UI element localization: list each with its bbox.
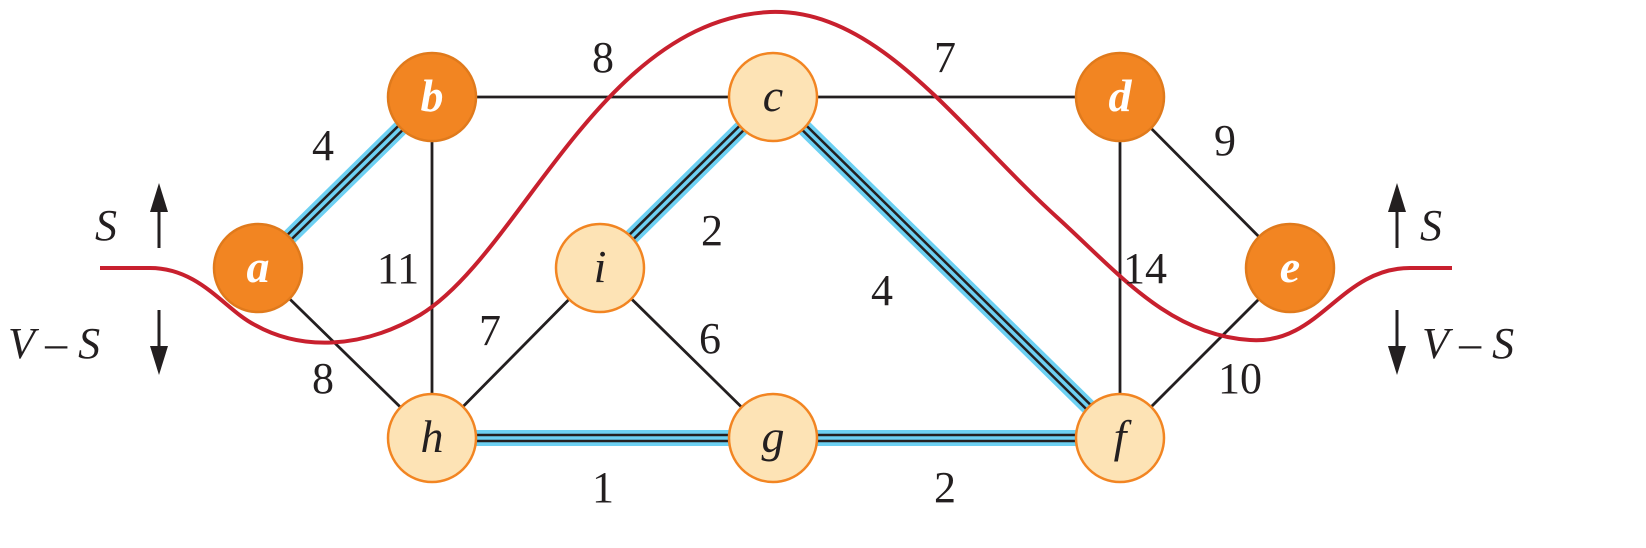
edge-weight-h-i: 7	[479, 306, 501, 355]
node-circle-g	[727, 392, 819, 484]
node-c: c	[727, 51, 819, 143]
node-label-h: h	[421, 411, 444, 462]
node-a: a	[212, 222, 304, 314]
edge-c-f	[770, 98, 1119, 442]
node-i: i	[554, 222, 646, 314]
arrow-down-icon	[150, 310, 168, 375]
edge-weight-d-f: 14	[1123, 244, 1167, 293]
node-circle-f	[1074, 392, 1166, 484]
edge-weight-a-b: 4	[312, 121, 334, 170]
right-v-minus-s-label: V – S	[1422, 319, 1514, 368]
node-circle-i	[554, 222, 646, 314]
edge-weights: 4 8 7 9 11 8 7 2 6 4 14 10 1 2	[312, 33, 1262, 512]
node-h: h	[386, 392, 478, 484]
cut-curve	[100, 9, 1452, 345]
node-label-b: b	[421, 70, 444, 121]
edge-weight-g-f: 2	[934, 463, 956, 512]
node-label-a: a	[247, 241, 270, 292]
node-circle-b	[386, 51, 478, 143]
node-circle-c	[727, 51, 819, 143]
node-label-c: c	[763, 70, 783, 121]
edge-weight-h-g: 1	[592, 463, 614, 512]
node-d: d	[1074, 51, 1166, 143]
edge-weight-c-f: 4	[871, 266, 893, 315]
edge-weight-d-e: 9	[1214, 116, 1236, 165]
arrow-up-icon	[150, 183, 168, 248]
node-g: g	[727, 392, 819, 484]
edge-weight-i-c: 2	[701, 206, 723, 255]
light-edge-highlight-c-f	[767, 91, 1126, 444]
edge-weight-b-h: 11	[377, 244, 419, 293]
arrow-down-icon	[1388, 310, 1406, 375]
nodes: a b c d e f g h i	[212, 51, 1336, 484]
edge-c-f-inner	[774, 93, 1123, 437]
node-circle-e	[1244, 222, 1336, 314]
right-s-label: S	[1420, 201, 1442, 250]
node-e: e	[1244, 222, 1336, 314]
edge-weight-b-c: 8	[592, 33, 614, 82]
arrow-up-icon	[1388, 183, 1406, 248]
node-label-e: e	[1280, 241, 1300, 292]
left-s-label: S	[95, 201, 117, 250]
node-circle-d	[1074, 51, 1166, 143]
edge-weight-e-f: 10	[1218, 354, 1262, 403]
node-circle-h	[386, 392, 478, 484]
node-b: b	[386, 51, 478, 143]
node-label-d: d	[1109, 70, 1133, 121]
node-circle-a	[212, 222, 304, 314]
node-label-g: g	[762, 411, 785, 462]
edge-weight-i-g: 6	[699, 314, 721, 363]
node-label-i: i	[594, 241, 607, 292]
node-f: f	[1074, 392, 1166, 484]
edge-weight-c-d: 7	[934, 33, 956, 82]
left-v-minus-s-label: V – S	[8, 319, 100, 368]
edge-weight-a-h: 8	[312, 354, 334, 403]
